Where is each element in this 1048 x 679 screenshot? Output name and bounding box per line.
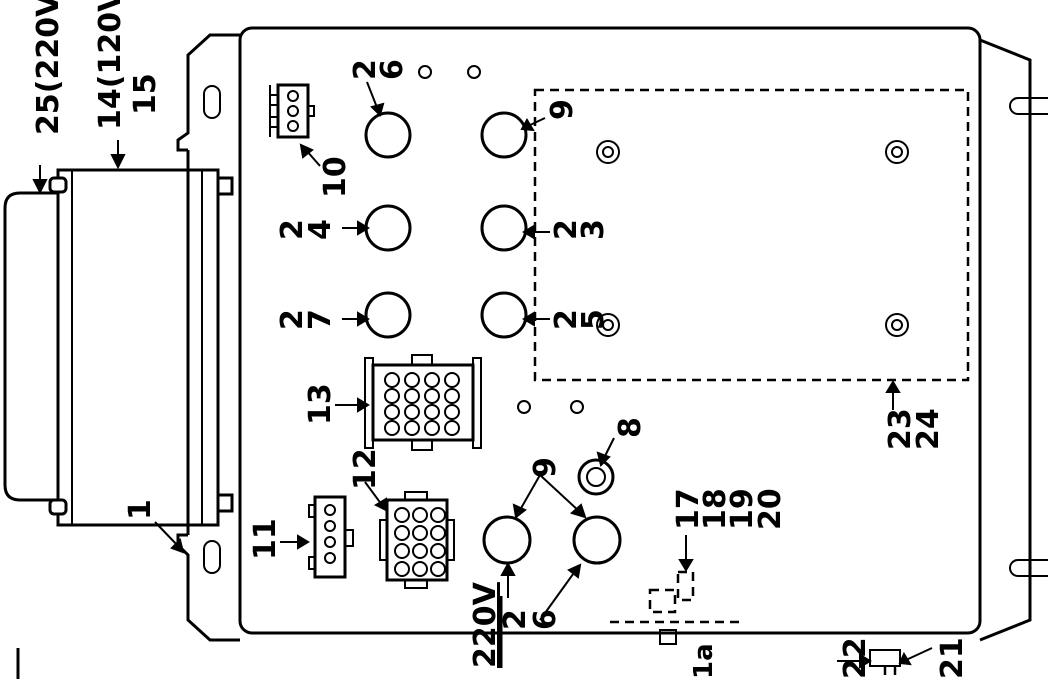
label-9b: 9 bbox=[528, 457, 563, 478]
label-6a: 6 bbox=[375, 59, 410, 80]
connector-13 bbox=[364, 354, 482, 451]
label-2d: 2 bbox=[275, 309, 310, 330]
base-plate bbox=[176, 26, 1048, 642]
label-2f: 2 bbox=[498, 609, 533, 630]
label-21: 21 bbox=[935, 637, 970, 679]
leader-arrows bbox=[32, 81, 933, 669]
label-9a: 9 bbox=[545, 99, 580, 120]
label-17: 17 bbox=[671, 488, 706, 530]
connector-11 bbox=[308, 495, 354, 579]
label-6b: 6 bbox=[528, 609, 563, 630]
label-18: 18 bbox=[698, 488, 733, 530]
mounting-slot-left-bottom bbox=[203, 540, 221, 574]
label-15: 15 bbox=[128, 73, 163, 115]
label-13: 13 bbox=[303, 383, 338, 425]
label-25: 25(220V) bbox=[31, 0, 66, 135]
label-20: 20 bbox=[753, 488, 788, 530]
label-2c: 2 bbox=[549, 219, 584, 240]
switch-17 bbox=[610, 570, 740, 645]
connector-12 bbox=[379, 491, 455, 589]
small-holes bbox=[418, 65, 584, 414]
mounting-slot-left-top bbox=[203, 85, 221, 119]
label-19: 19 bbox=[725, 488, 760, 530]
label-14: 14(120V) bbox=[93, 0, 128, 130]
circuit-board-outline bbox=[533, 88, 970, 382]
label-11: 11 bbox=[248, 518, 283, 560]
label-2e: 2 bbox=[549, 309, 584, 330]
label-23: 23 bbox=[883, 408, 918, 450]
label-4: 4 bbox=[303, 219, 338, 240]
mounting-slot-right-top bbox=[1009, 97, 1048, 115]
label-22: 22 bbox=[838, 637, 873, 679]
label-3: 3 bbox=[576, 219, 611, 240]
label-1: 1 bbox=[123, 499, 158, 520]
label-2b: 2 bbox=[275, 219, 310, 240]
label-7: 7 bbox=[303, 309, 338, 330]
label-12: 12 bbox=[348, 448, 383, 490]
label-5: 5 bbox=[576, 309, 611, 330]
label-10: 10 bbox=[318, 156, 353, 198]
labels: 25(220V) 14(120V) 15 1 2 6 9 10 2 4 2 3 … bbox=[31, 0, 970, 679]
terminal-21 bbox=[869, 649, 901, 679]
connector-10 bbox=[269, 83, 315, 139]
transformer bbox=[3, 168, 234, 527]
label-24: 24 bbox=[911, 408, 946, 450]
grommet-8 bbox=[577, 458, 615, 496]
board-screws bbox=[596, 140, 909, 337]
label-1a: 1a bbox=[689, 643, 719, 679]
label-8: 8 bbox=[613, 417, 648, 438]
label-220v: 220V bbox=[468, 581, 503, 668]
label-2a: 2 bbox=[348, 59, 383, 80]
mounting-slot-right-bottom bbox=[1009, 559, 1048, 577]
